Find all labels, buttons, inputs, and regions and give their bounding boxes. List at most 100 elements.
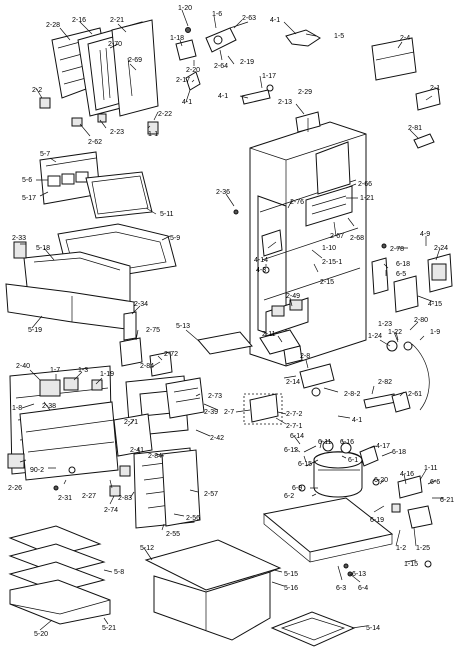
part-label: 6-20 — [374, 477, 388, 484]
drawer-tray — [5, 241, 135, 331]
part-label: 2-19 — [240, 59, 254, 66]
part-label: 2-76 — [290, 199, 304, 206]
part-label: 6-18 — [392, 449, 406, 456]
part-label: 2-11 — [262, 331, 276, 338]
part-label: 1-19 — [100, 371, 114, 378]
part-label: 4-1 — [270, 17, 280, 24]
part-label: 2-40 — [16, 363, 30, 370]
part-label: 1-11 — [424, 465, 438, 472]
part-label: 2-67 — [330, 233, 344, 240]
drip-tray — [270, 611, 356, 647]
part-label: 2-64 — [214, 63, 228, 70]
fasteners — [233, 209, 432, 577]
part-label: 6-2 — [284, 493, 294, 500]
control-assembly — [119, 311, 303, 377]
part-label: 2-23 — [110, 129, 124, 136]
top-cover-parts — [371, 37, 441, 149]
part-label: 4-1 — [218, 93, 228, 100]
part-label: 1-17 — [262, 73, 276, 80]
part-label: 5-12 — [140, 545, 154, 552]
part-label: 1-6 — [212, 11, 222, 18]
part-label: 2-20 — [186, 67, 200, 74]
part-label: 2-81 — [408, 125, 422, 132]
part-label: 1-8 — [12, 405, 22, 412]
part-label: 2-21 — [110, 17, 124, 24]
part-labels: 2-28 2-16 2-21 2-70 2-69 2-2 2-62 2-23 2… — [8, 5, 454, 638]
part-label: 6-21 — [440, 497, 454, 504]
part-label: 2-66 — [358, 181, 372, 188]
part-label: 6-19 — [370, 517, 384, 524]
part-label: 2-56 — [186, 515, 200, 522]
part-label: 2-61 — [408, 391, 422, 398]
part-label: 5-9 — [170, 235, 180, 242]
part-label: 1-3 — [78, 367, 88, 374]
part-label: 1-15 — [404, 561, 418, 568]
crisper-drawer — [144, 539, 282, 641]
part-label: 1-24 — [368, 333, 382, 340]
part-label: 6-11 — [318, 439, 332, 446]
part-label: 2-78 — [390, 246, 404, 253]
part-label: 5-6 — [22, 177, 32, 184]
part-label: 2-17 — [176, 77, 190, 84]
part-label: 2-7-2 — [286, 411, 302, 418]
part-label: 2-15 — [320, 279, 334, 286]
part-label: 6-16 — [340, 439, 354, 446]
part-label: 5-21 — [102, 625, 116, 632]
part-label: 2-14 — [286, 379, 300, 386]
part-label: 2-7 — [224, 409, 234, 416]
part-label: 5-7 — [40, 151, 50, 158]
part-label: 1-5 — [334, 33, 344, 40]
part-label: 5-17 — [22, 195, 36, 202]
part-label: 2-38 — [42, 403, 56, 410]
part-label: 2-34 — [134, 301, 148, 308]
part-label: 1-2 — [396, 545, 406, 552]
part-label: 5-16 — [284, 585, 298, 592]
compressor-assembly — [298, 440, 433, 529]
part-label: 2-62 — [88, 139, 102, 146]
part-label: 2-2 — [32, 87, 42, 94]
part-label: 90-2 — [30, 467, 44, 474]
part-label: 2-1 — [430, 85, 440, 92]
part-label: 4-17 — [376, 443, 390, 450]
part-label: 2-82 — [378, 379, 392, 386]
part-label: 2-63 — [242, 15, 256, 22]
part-label: 1-9 — [430, 329, 440, 336]
part-label: 2-74 — [104, 507, 118, 514]
leader-lines — [19, 9, 444, 631]
part-label: 2-24 — [434, 245, 448, 252]
part-label: 1-25 — [416, 545, 430, 552]
part-label: 2-55 — [166, 531, 180, 538]
part-label: 1-10 — [322, 245, 336, 252]
part-label: 6-1 — [348, 457, 358, 464]
part-label: 2-22 — [158, 111, 172, 118]
part-label: 5-8 — [114, 569, 124, 576]
part-label: 6-9 — [292, 485, 302, 492]
part-label: 4-14 — [254, 257, 268, 264]
part-label: 2-31 — [58, 495, 72, 502]
fan-housing-assembly — [109, 375, 205, 529]
part-label: 2-4 — [400, 35, 410, 42]
part-label: 2-72 — [164, 351, 178, 358]
part-label: 1-23 — [378, 321, 392, 328]
part-label: 2-69 — [128, 57, 142, 64]
part-label: 2-42 — [210, 435, 224, 442]
part-label: 2-8 — [300, 353, 310, 360]
part-label: 6-3 — [336, 585, 346, 592]
door-panel-assembly — [39, 19, 159, 135]
part-label: 6-12 — [284, 447, 298, 454]
part-label: 2-84 — [148, 453, 162, 460]
part-label: 6-13 — [352, 571, 366, 578]
relay-control-box — [371, 253, 453, 313]
part-label: 2-70 — [108, 41, 122, 48]
part-label: 1-22 — [388, 329, 402, 336]
part-label: 1-18 — [170, 35, 184, 42]
part-label: 2-39 — [204, 409, 218, 416]
part-label: 2-49 — [286, 293, 300, 300]
part-label: 2-36 — [216, 189, 230, 196]
part-label: 5-15 — [284, 571, 298, 578]
part-label: 5-19 — [28, 327, 42, 334]
part-label: 4-9 — [420, 231, 430, 238]
refrigerator-cabinet — [249, 111, 367, 367]
part-label: 1-1 — [148, 131, 158, 138]
